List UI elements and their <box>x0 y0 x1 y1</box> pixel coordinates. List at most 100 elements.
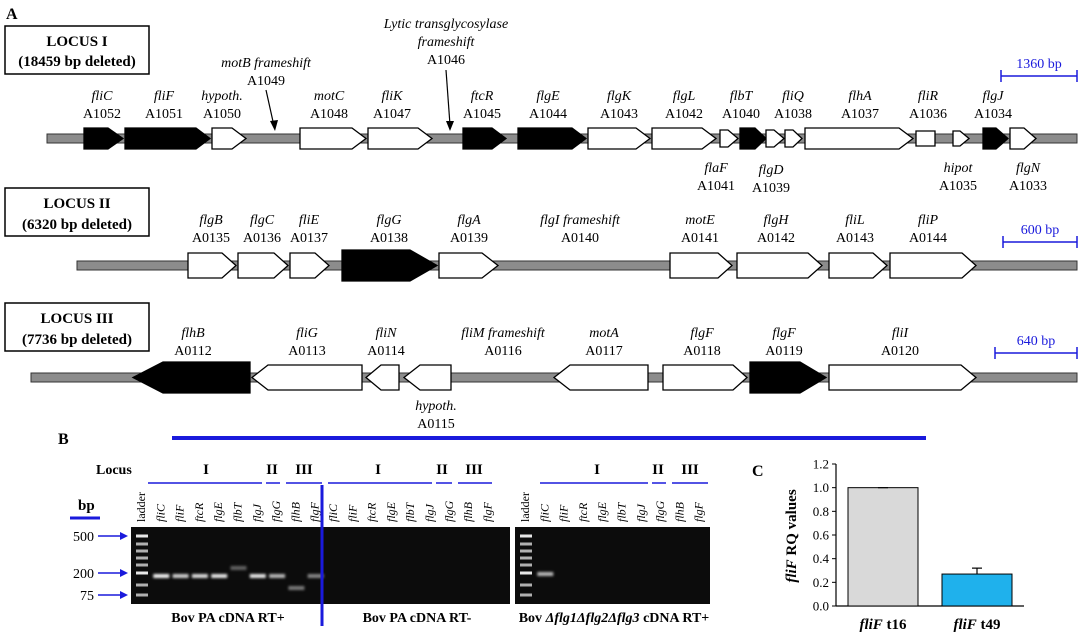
locus-group-label: I <box>203 462 209 478</box>
lane-label: flgF <box>308 501 322 522</box>
gene-arrow <box>131 361 251 394</box>
x-tick-label: fliF t49 <box>953 617 1000 633</box>
locus-1-subtitle: (18459 bp deleted) <box>18 54 136 70</box>
ladder-band <box>520 583 532 587</box>
gene-name: flgC <box>250 213 275 228</box>
locus-1-labels-below: flaF A1041 flgD A1039 hipot A1035 flgN A… <box>697 161 1047 196</box>
gene-name: fliI <box>892 326 910 341</box>
gene-arrow <box>915 130 936 147</box>
gene-name: fliN <box>375 326 397 341</box>
y-axis-label: fliF RQ values <box>784 489 800 583</box>
gene-id: A0117 <box>585 344 623 359</box>
gene-arrow <box>462 127 508 150</box>
ladder-band <box>520 549 532 553</box>
locus-3-subtitle: (7736 bp deleted) <box>22 332 132 348</box>
locus-group-label: II <box>266 462 278 478</box>
gene-id: A1041 <box>697 179 735 194</box>
gene-id: A1036 <box>909 107 947 122</box>
gel-caption-mutant: Bov Δflg1Δflg2Δflg3 cDNA RT+ <box>519 611 710 626</box>
gene-name: fliC <box>91 89 113 104</box>
lane-label: flgE <box>384 501 398 522</box>
ladder-band <box>136 583 148 587</box>
gel-mutant <box>515 527 710 604</box>
lane-label: flhB <box>672 501 686 522</box>
frameshift-arrowhead <box>446 121 454 131</box>
ladder-band <box>136 542 148 546</box>
gene-id: A0120 <box>881 344 919 359</box>
locus-group-label: III <box>465 462 483 478</box>
lane-label: fliF <box>345 504 359 522</box>
gene-arrow <box>889 252 977 279</box>
lane-label: flgJ <box>634 503 648 522</box>
locus-3-scale-bar: 640 bp <box>994 334 1078 359</box>
lane-label: fliC <box>537 503 551 522</box>
gene-name: flgJ <box>983 89 1005 104</box>
gene-name: fliQ <box>782 89 804 104</box>
gene-name: flgL <box>673 89 696 104</box>
gene-id: A1050 <box>203 107 241 122</box>
gene-name: flgB <box>199 213 223 228</box>
locus-row-label: Locus <box>96 463 132 478</box>
frameshift-id: A1046 <box>427 53 465 68</box>
locus-group-label: III <box>681 462 699 478</box>
gene-arrow <box>736 252 823 279</box>
locus-1-labels-above: fliC A1052 fliF A1051 hypoth. A1050 motC… <box>83 89 1012 122</box>
y-tick-label: 0.4 <box>813 551 830 566</box>
gene-arrow <box>719 129 740 148</box>
scale-bar-label: 640 bp <box>1017 334 1056 349</box>
pcr-band <box>269 574 286 578</box>
frameshift-label: motB frameshift <box>221 56 312 71</box>
bp-axis-label: bp <box>78 498 95 514</box>
lane-label: flgG <box>653 500 667 522</box>
lane-label: ftcR <box>365 502 379 522</box>
gene-name: fliK <box>381 89 403 104</box>
lane-label-ladder: ladder <box>134 492 148 522</box>
ladder-band <box>520 563 532 567</box>
gene-arrow <box>299 127 368 150</box>
pcr-band <box>153 574 170 578</box>
locus-1-title: LOCUS I <box>46 34 107 50</box>
gene-id: A0138 <box>370 231 408 246</box>
y-tick-label: 0.6 <box>813 528 830 543</box>
y-tick-label: 1.2 <box>813 457 829 472</box>
locus-3-genes <box>131 361 978 394</box>
bar <box>847 487 919 607</box>
ladder-band <box>520 556 532 560</box>
bp-markers: 500 200 75 <box>73 530 128 604</box>
scale-bar-label: 600 bp <box>1021 223 1060 238</box>
pcr-band <box>172 574 189 578</box>
y-tick-label: 0.8 <box>813 504 829 519</box>
ladder-band <box>136 593 148 597</box>
frameshift-arrowhead <box>270 120 278 131</box>
gene-id: A1033 <box>1009 179 1047 194</box>
gene-id: A1040 <box>722 107 760 122</box>
gene-id: A0115 <box>417 417 455 432</box>
gene-name: flgH <box>764 213 790 228</box>
scale-bar-label: 1360 bp <box>1016 57 1062 72</box>
lane-label: flgE <box>211 501 225 522</box>
gene-id: A1052 <box>83 107 121 122</box>
x-tick-label: fliF t16 <box>859 617 907 633</box>
bp-marker-500: 500 <box>73 530 94 545</box>
ladder-band <box>520 542 532 546</box>
locus-3-title: LOCUS III <box>41 311 114 327</box>
gene-id: A1038 <box>774 107 812 122</box>
gene-name: flgF <box>690 326 714 341</box>
locus-1-title-box <box>4 25 150 75</box>
lane-label: fliC <box>153 503 167 522</box>
gene-id: A0141 <box>681 231 719 246</box>
lane-label: fliC <box>326 503 340 522</box>
gene-id: A1044 <box>529 107 567 122</box>
ladder-band <box>136 571 148 575</box>
gene-name: hypoth. <box>415 399 457 414</box>
panel-a: A LOCUS I (18459 bp deleted) <box>4 6 1078 432</box>
gene-arrow <box>662 364 748 391</box>
locus-1-genes <box>83 127 1037 150</box>
gene-id: A0113 <box>288 344 326 359</box>
bar <box>941 573 1013 607</box>
lane-label: flgJ <box>423 503 437 522</box>
gene-id: A0119 <box>765 344 803 359</box>
gene-arrow <box>739 127 767 150</box>
bars <box>847 487 1013 607</box>
lane-label: flbT <box>231 501 245 522</box>
